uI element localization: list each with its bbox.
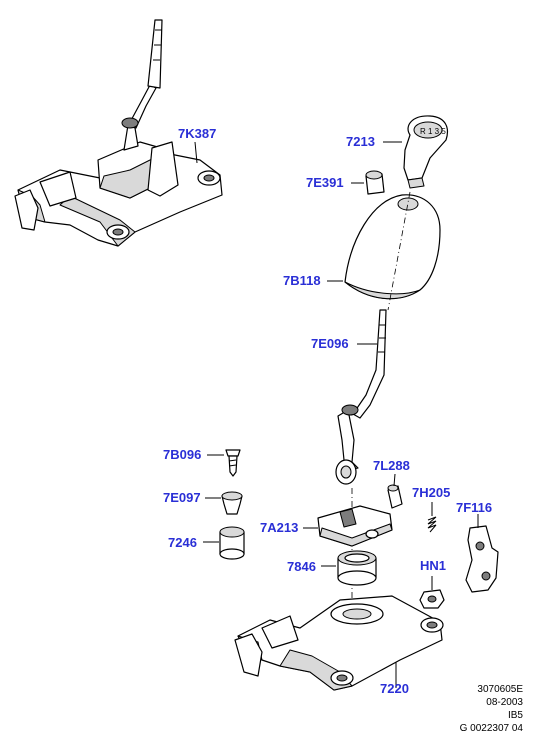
gear-lever-boot (344, 194, 441, 300)
callout-7B096: 7B096 (163, 447, 202, 462)
drawing-date: 08-2003 (486, 697, 523, 708)
transmission-code: IB5 (507, 710, 523, 721)
leader-7L288 (393, 473, 396, 487)
bush (221, 491, 243, 515)
svg-text:R 1 3 5: R 1 3 5 (420, 127, 446, 136)
callout-7B118: 7B118 (283, 273, 321, 288)
screw (225, 449, 241, 477)
callout-7E097: 7E097 (163, 490, 201, 505)
gear-knob: R 1 3 5 (403, 115, 449, 189)
illustration-code: G 0022307 04 (459, 723, 523, 734)
callout-7L288: 7L288 (373, 458, 410, 473)
callout-7H205: 7H205 (412, 485, 451, 500)
callout-7A213: 7A213 (260, 520, 299, 535)
assembled-shifter-housing (14, 19, 223, 247)
callout-7846: 7846 (287, 559, 316, 574)
drawing-number: 3070605E (477, 684, 523, 695)
pin (387, 484, 403, 509)
callout-7F116: 7F116 (456, 500, 493, 515)
shift-lever (335, 309, 387, 485)
callout-7246: 7246 (168, 535, 197, 550)
callout-7213: 7213 (346, 134, 375, 149)
callout-7K387: 7K387 (178, 126, 217, 141)
callout-7E391: 7E391 (306, 175, 344, 190)
drawing-reference-block: 3070605E 08-2003 IB5 G 0022307 04 (460, 683, 523, 735)
nut (419, 589, 445, 609)
leader-7K387 (194, 141, 198, 164)
spring (427, 516, 437, 533)
rubber-bush (219, 526, 245, 560)
knob-insert (365, 170, 385, 195)
callout-7E096: 7E096 (311, 336, 349, 351)
bearing-ring (337, 550, 377, 586)
selector-gate (317, 505, 393, 547)
callout-7220: 7220 (380, 681, 409, 696)
shifter-housing-base (234, 595, 444, 691)
callout-HN1: HN1 (420, 558, 447, 573)
bracket (465, 525, 499, 593)
